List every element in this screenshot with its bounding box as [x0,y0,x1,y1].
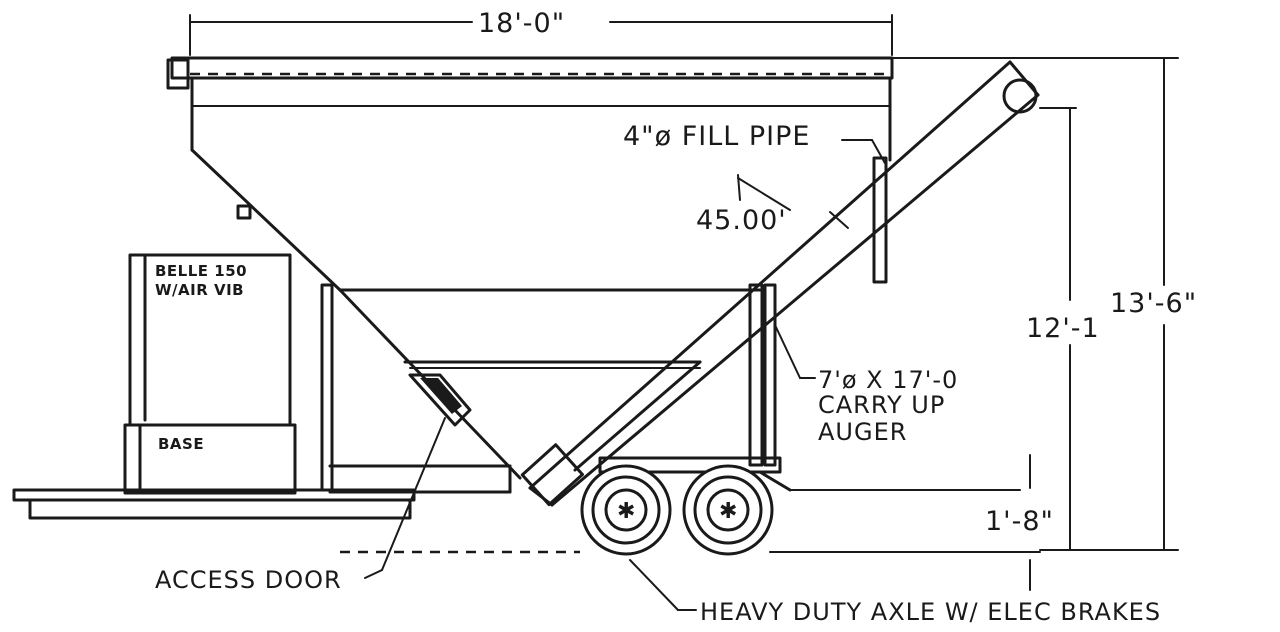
cabinet-label-line1: BELLE 150 [155,262,247,280]
height-inner-label: 12'-1 [1026,313,1100,344]
height-overall-label: 13'-6" [1110,288,1197,319]
ground-clearance-label: 1'-8" [985,506,1054,537]
auger-spec-line1: 7'ø X 17'-0 [818,366,958,394]
cabinet-label-line2: W/AIR VIB [155,281,244,299]
wheel-rear: ✱ [682,464,774,556]
wheel-front: ✱ [580,464,672,556]
carry-up-auger [520,60,1040,507]
axle-annotation: HEAVY DUTY AXLE W/ ELEC BRAKES [629,559,1161,626]
access-door-annotation: ACCESS DOOR [155,417,446,594]
auger-angle-annotation: 45.00' [696,174,791,236]
height-dimensions: 12'-1 13'-6" [889,57,1197,551]
base-label: BASE [158,435,204,453]
axle-label: HEAVY DUTY AXLE W/ ELEC BRAKES [700,598,1161,626]
auger-spec-line2: CARRY UP [818,391,945,419]
auger-spec-line3: AUGER [818,418,907,446]
belle-150-cabinet: BELLE 150 W/AIR VIB BASE [123,253,297,495]
svg-text:✱: ✱ [617,499,635,524]
hopper-body [166,56,894,492]
access-door-label: ACCESS DOOR [155,566,342,594]
ground-clearance-dimension: 1'-8" [985,454,1054,591]
auger-spec-annotation: 7'ø X 17'-0 CARRY UP AUGER [774,324,958,446]
overall-length-label: 18'-0" [478,8,565,39]
fill-pipe: 4"ø FILL PIPE [623,121,888,284]
overall-length-dimension: 18'-0" [189,8,893,56]
svg-text:✱: ✱ [719,499,737,524]
trailer-frame [12,456,1041,554]
fill-pipe-label: 4"ø FILL PIPE [623,121,810,152]
auger-angle-label: 45.00' [696,205,787,236]
